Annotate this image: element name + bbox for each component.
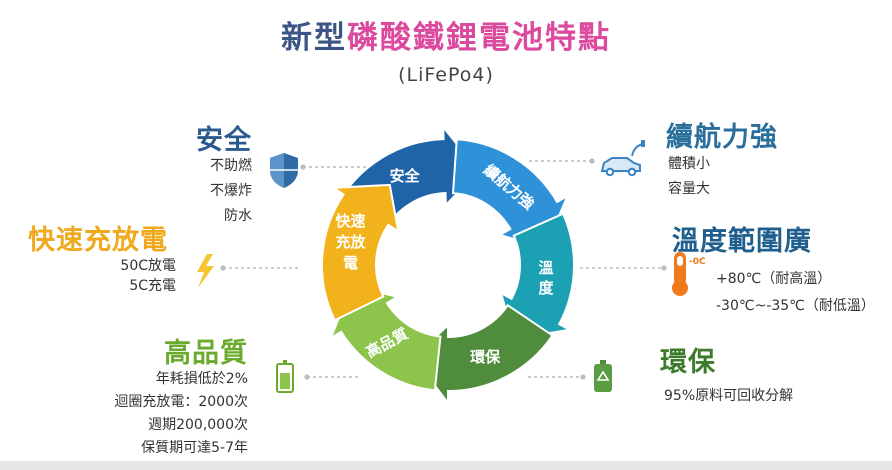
fastcharge-heading: 快速充放電 — [28, 225, 168, 256]
electric-car-icon — [600, 140, 645, 177]
battery-icon — [276, 360, 294, 393]
quality-line-4: 保質期可達5-7年 — [141, 440, 248, 456]
connector-dot — [589, 158, 595, 164]
temperature-line-1: +80℃（耐高溫） — [716, 271, 832, 287]
thermometer-icon: -0C — [672, 252, 706, 296]
recycle-battery-icon — [594, 360, 612, 392]
safety-heading: 安全 — [196, 125, 252, 156]
safety-line-1: 不助燃 — [210, 158, 252, 174]
endurance-line-2: 容量大 — [668, 181, 710, 197]
thermometer-icon-label: -0C — [689, 257, 706, 267]
page-subtitle: (LiFePo4) — [398, 64, 494, 86]
cycle-segment-5 — [321, 183, 400, 322]
connector-dot — [220, 265, 226, 271]
cycle-segment-1 — [451, 138, 570, 250]
cycle-segment-label-2: 溫度 — [539, 259, 555, 297]
bottom-bar — [0, 461, 892, 470]
quality-line-3: 週期200,000次 — [148, 417, 248, 433]
eco-heading: 環保 — [660, 347, 716, 378]
cycle-segment-label-3: 環保 — [470, 348, 501, 366]
cycle-ring: 安全續航力強溫度環保高品質快速充放電 — [321, 124, 575, 406]
title-part-2: 磷酸鐵鋰電池特點 — [347, 20, 611, 56]
eco-line-1: 95%原料可回收分解 — [664, 388, 794, 404]
lightning-icon — [197, 254, 214, 288]
cycle-segment-4 — [328, 284, 442, 392]
endurance-line-1: 體積小 — [668, 156, 710, 172]
cycle-segment-2 — [499, 212, 575, 340]
quality-line-2: 迴圈充放電：2000次 — [114, 394, 248, 410]
safety-line-2: 不爆炸 — [210, 183, 252, 199]
connector-dot — [580, 374, 586, 380]
connector-dot — [304, 374, 310, 380]
temperature-line-2: -30℃~-35℃（耐低溫） — [716, 298, 875, 314]
cycle-segment-label-0: 安全 — [390, 167, 421, 185]
fastcharge-line-1: 50C放電 — [120, 258, 176, 274]
shield-icon — [270, 153, 298, 188]
connector-dot — [661, 265, 667, 271]
cycle-segment-3 — [412, 303, 554, 406]
temperature-heading: 溫度範圍廣 — [672, 226, 812, 257]
cycle-segment-label-5: 快速充放電 — [335, 212, 366, 272]
quality-line-1: 年耗損低於2% — [155, 371, 248, 387]
title-part-1: 新型 — [281, 20, 347, 56]
quality-heading: 高品質 — [164, 338, 248, 369]
connector-dot — [300, 164, 306, 170]
page-title: 新型磷酸鐵鋰電池特點 — [0, 12, 892, 57]
endurance-heading: 續航力強 — [666, 122, 778, 153]
safety-line-3: 防水 — [224, 208, 252, 224]
fastcharge-line-2: 5C充電 — [129, 278, 176, 294]
